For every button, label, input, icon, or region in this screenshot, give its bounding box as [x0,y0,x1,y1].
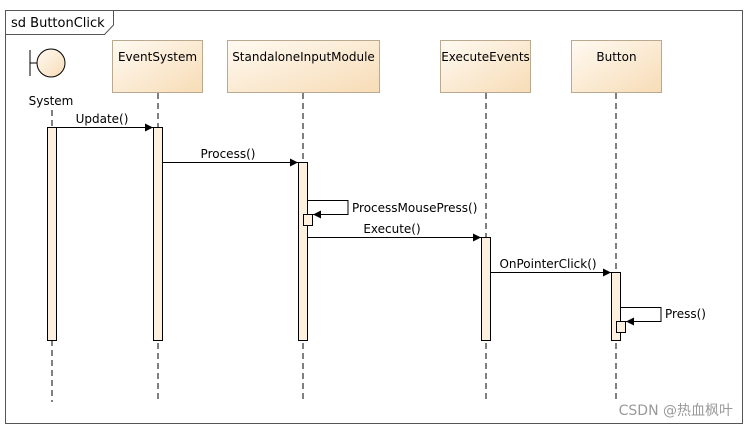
system-label: System [29,94,74,108]
standalone-input-module-activation [298,162,308,341]
watermark: CSDN @热血枫叶 [619,403,733,419]
frame-title-tab [5,10,114,35]
system-activation [47,127,57,341]
button-activation [611,272,621,341]
standalone-input-module-label: StandaloneInputModule [232,50,375,64]
press-activation [616,321,626,333]
execute-label: Execute() [363,222,420,236]
system-actor: System [29,48,74,108]
activation-bars [47,127,626,341]
frame-title: sd ButtonClick [11,16,105,31]
process-mouse-press-activation [303,214,313,226]
update-label: Update() [76,112,129,126]
event-system-activation [153,127,163,341]
event-system-label: EventSystem [118,50,197,64]
process-mouse-press-label: ProcessMousePress() [352,201,477,215]
boundary-icon-circle [36,48,66,78]
button-box: Button [571,40,662,93]
press-label: Press() [665,307,706,321]
execute-events-box: ExecuteEvents [440,40,531,93]
messages [57,123,662,326]
process-mouse-press-arrow [308,200,349,219]
execute-events-activation [481,237,491,341]
execute-events-label: ExecuteEvents [441,50,530,64]
message-labels: Update() Process() ProcessMousePress() E… [76,112,706,321]
process-label: Process() [201,147,256,161]
on-pointer-click-label: OnPointerClick() [499,257,596,271]
press-arrow [621,307,662,326]
button-label: Button [596,50,636,64]
standalone-input-module-box: StandaloneInputModule [227,40,380,93]
event-system-box: EventSystem [112,40,203,93]
